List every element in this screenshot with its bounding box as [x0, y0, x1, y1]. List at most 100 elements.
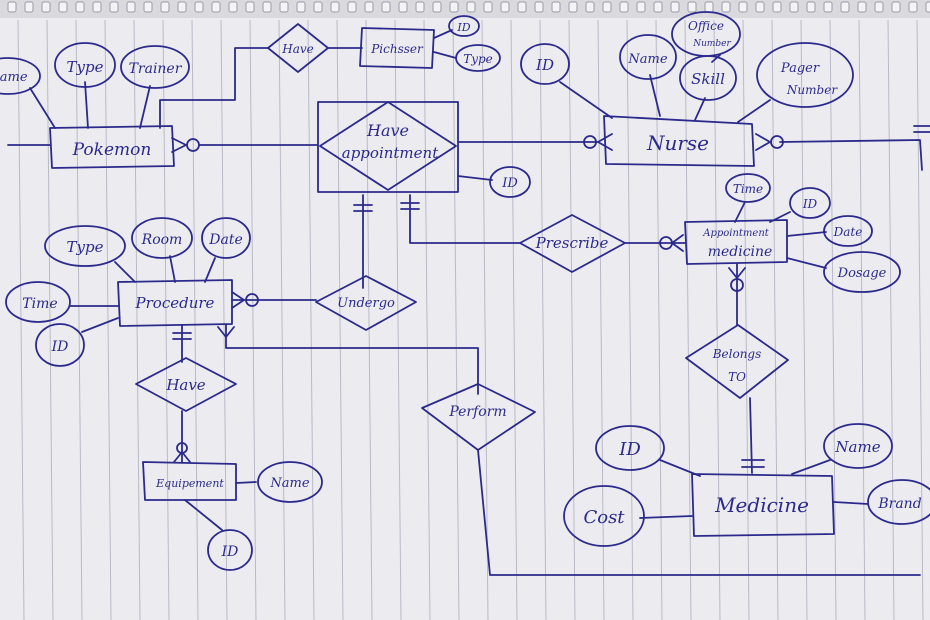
attr-label: Name	[269, 476, 309, 491]
attr-medicine-brand: Brand	[867, 479, 930, 525]
attr-ellipse	[563, 485, 645, 547]
attr-medicine-id: ID	[595, 425, 665, 471]
ruled-line	[858, 19, 866, 620]
attr-nurse-id: ID	[520, 43, 570, 85]
binding-hole	[500, 1, 510, 13]
relationship-undergo-label: Undergo	[337, 296, 395, 311]
binding-hole	[415, 1, 425, 13]
entity-medicine-label: Medicine	[714, 493, 809, 517]
attr-nurse-pager-number: Pager Number	[756, 42, 854, 108]
relationship-have-appointment: Have appointment	[317, 101, 459, 193]
ruled-line	[423, 19, 431, 620]
ruled-line	[191, 19, 199, 620]
attr-label: Brand	[877, 496, 921, 512]
attr-line	[84, 81, 89, 129]
attr-procedure-date: Date	[201, 217, 251, 259]
attr-line	[559, 81, 613, 119]
attr-ellipse	[619, 34, 677, 80]
attr-appt-med-dosage: Dosage	[823, 251, 901, 293]
attr-equipement-id: ID	[207, 529, 253, 571]
attr-label: Room	[141, 232, 183, 248]
line-appointment-prescribe	[409, 194, 521, 244]
attr-label: Name	[627, 52, 667, 67]
attr-line	[433, 29, 453, 39]
ruled-line	[220, 19, 228, 620]
attr-ellipse	[257, 461, 323, 503]
binding-hole	[704, 1, 714, 13]
attr-label: Name	[0, 70, 28, 85]
attr-label: ID	[51, 339, 69, 355]
ruled-line	[829, 19, 837, 620]
attr-ellipse	[823, 251, 901, 293]
attr-ellipse	[448, 15, 480, 37]
attr-ellipse	[867, 479, 930, 525]
attr-line	[737, 99, 771, 123]
attributes: Name Type Trainer ID Type ID Name Offic	[0, 11, 930, 571]
entity-nurse-label: Nurse	[646, 131, 709, 155]
attr-ellipse	[0, 57, 41, 95]
attr-line	[114, 261, 136, 283]
attr-label: ID	[618, 439, 641, 460]
ruled-line	[887, 19, 895, 620]
attr-ellipse	[44, 225, 126, 267]
connector-lines	[7, 29, 923, 576]
ruled-line	[336, 19, 344, 620]
relationship-diamond	[685, 324, 789, 399]
crow-foot-nurse-right	[755, 133, 771, 151]
entity-box	[359, 27, 435, 69]
ruled-line	[655, 19, 663, 620]
attr-ellipse	[756, 42, 854, 108]
attr-ellipse	[120, 45, 190, 89]
attr-line	[833, 501, 869, 505]
attr-label: Date	[833, 225, 863, 239]
entity-procedure-label: Procedure	[135, 294, 215, 312]
attr-label: Type	[67, 238, 104, 256]
relationship-diamond	[319, 101, 457, 191]
ruled-line	[510, 19, 518, 620]
binding-hole	[585, 1, 595, 13]
binding-hole	[806, 1, 816, 13]
optional-circle-procedure	[245, 293, 259, 307]
ruled-line	[742, 19, 750, 620]
binding-hole	[738, 1, 748, 13]
entity-medicine: Medicine	[691, 473, 835, 537]
entity-box	[49, 125, 175, 169]
ruled-line	[365, 19, 373, 620]
entity-box	[603, 115, 755, 167]
binding-hole	[517, 1, 527, 13]
binding-hole	[874, 1, 884, 13]
ruled-line	[162, 19, 170, 620]
binding-hole	[670, 1, 680, 13]
attr-line	[204, 257, 216, 283]
binding-hole	[211, 1, 221, 13]
ruled-line	[394, 19, 402, 620]
attr-line	[791, 459, 831, 475]
crow-foot-nurse-left	[597, 133, 613, 151]
ruled-line	[800, 19, 808, 620]
relationship-perform-label: Perform	[448, 404, 506, 420]
relationship-perform: Perform	[421, 383, 536, 451]
attr-appt-med-date: Date	[823, 215, 873, 247]
attr-ellipse	[725, 173, 771, 203]
attr-ellipse	[489, 166, 531, 198]
relationship-diamond	[267, 23, 329, 73]
relationship-have-top: Have	[267, 23, 329, 73]
attr-label: Type	[67, 58, 104, 76]
binding-hole	[75, 1, 85, 13]
optional-circle-apptmed-bottom	[730, 278, 744, 292]
ruled-line	[568, 19, 576, 620]
entity-box	[691, 473, 835, 537]
attr-appt-med-id: ID	[789, 187, 831, 219]
attr-label: ID	[535, 56, 554, 74]
entity-pokemon: Pokemon	[49, 125, 175, 169]
entity-box	[142, 461, 237, 501]
binding-hole	[908, 1, 918, 13]
entity-box	[684, 219, 788, 265]
relationships: Have Have appointment Prescribe Undergo …	[135, 23, 789, 451]
binding-hole	[279, 1, 289, 13]
binding-hole	[687, 1, 697, 13]
binding-hole	[347, 1, 357, 13]
optional-circle-apptmed	[659, 236, 673, 250]
binding-hole	[534, 1, 544, 13]
